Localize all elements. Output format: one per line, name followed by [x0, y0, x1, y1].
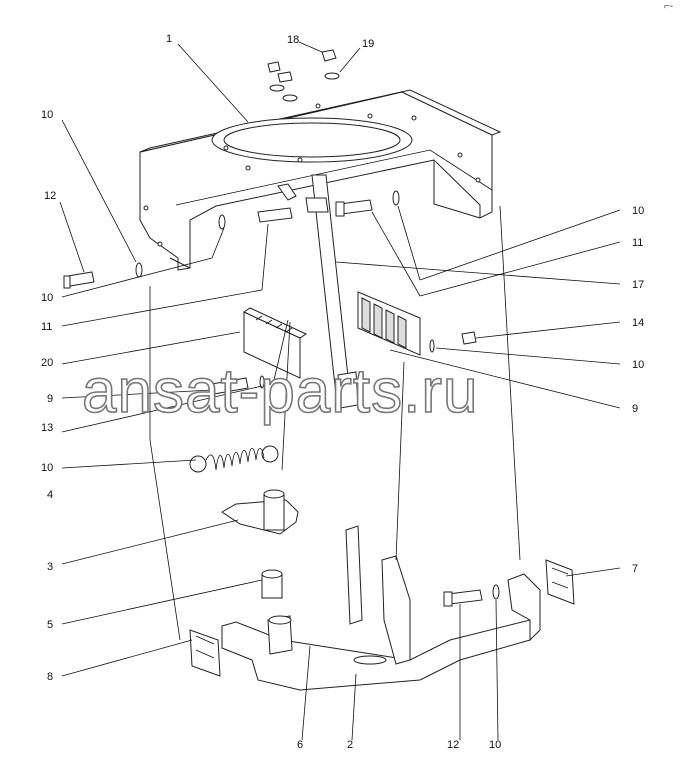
callout-label: 11 [41, 321, 52, 333]
lever-3 [221, 489, 299, 535]
washer-19 [269, 72, 340, 102]
watermark-text: ansat-parts.ru [82, 357, 479, 426]
callout-label: 18 [287, 34, 299, 46]
callout-label: 9 [47, 393, 53, 405]
callout-label: 20 [41, 357, 53, 369]
callout-label: 10 [632, 359, 644, 371]
callout-label: 7 [632, 563, 638, 575]
leader-lines [59, 41, 621, 741]
washers-10-top [135, 190, 400, 278]
bolt-12-left [63, 271, 95, 289]
bolt-right-11 [335, 199, 373, 217]
callout-label: 5 [47, 619, 53, 631]
plate-8 [189, 629, 221, 677]
callout-label: 11 [632, 237, 643, 249]
nut-18 [267, 49, 337, 83]
callout-label: 10 [632, 205, 644, 217]
callout-label: 10 [41, 109, 53, 121]
corner-mark: ⌐- [664, 1, 673, 12]
assembly-axes [149, 205, 521, 641]
callout-label: 12 [447, 739, 459, 751]
pad-9-right [357, 291, 421, 356]
callout-label: 19 [362, 38, 374, 50]
callout-label: 8 [47, 671, 53, 683]
callout-label: 13 [41, 422, 53, 434]
callout-label: 10 [41, 462, 53, 474]
callout-label: 12 [44, 190, 56, 202]
pad-9-left [242, 307, 308, 379]
callout-label: 17 [632, 279, 644, 291]
bottom-bracket-2 [221, 525, 541, 691]
shaft-17 [305, 174, 359, 409]
spring-4 [189, 445, 279, 473]
callout-label: 6 [297, 739, 303, 751]
callout-label: 9 [632, 403, 638, 415]
bolt-13 [211, 375, 265, 395]
callout-labels: 1 18 19 10 12 10 11 20 9 13 10 4 3 5 8 6… [41, 33, 644, 751]
callout-label: 2 [347, 739, 353, 751]
callout-label: 14 [632, 317, 644, 329]
callout-label: 3 [47, 561, 53, 573]
callout-label: 10 [489, 739, 501, 751]
callout-label: 4 [47, 489, 53, 501]
bolt-12-bottom [443, 584, 500, 607]
plate-7 [545, 559, 575, 605]
pin-11-left [257, 183, 297, 223]
callout-label: 10 [41, 292, 53, 304]
nut-14 [429, 331, 477, 353]
callout-label: 1 [166, 33, 172, 45]
bushing-5 [261, 569, 283, 599]
